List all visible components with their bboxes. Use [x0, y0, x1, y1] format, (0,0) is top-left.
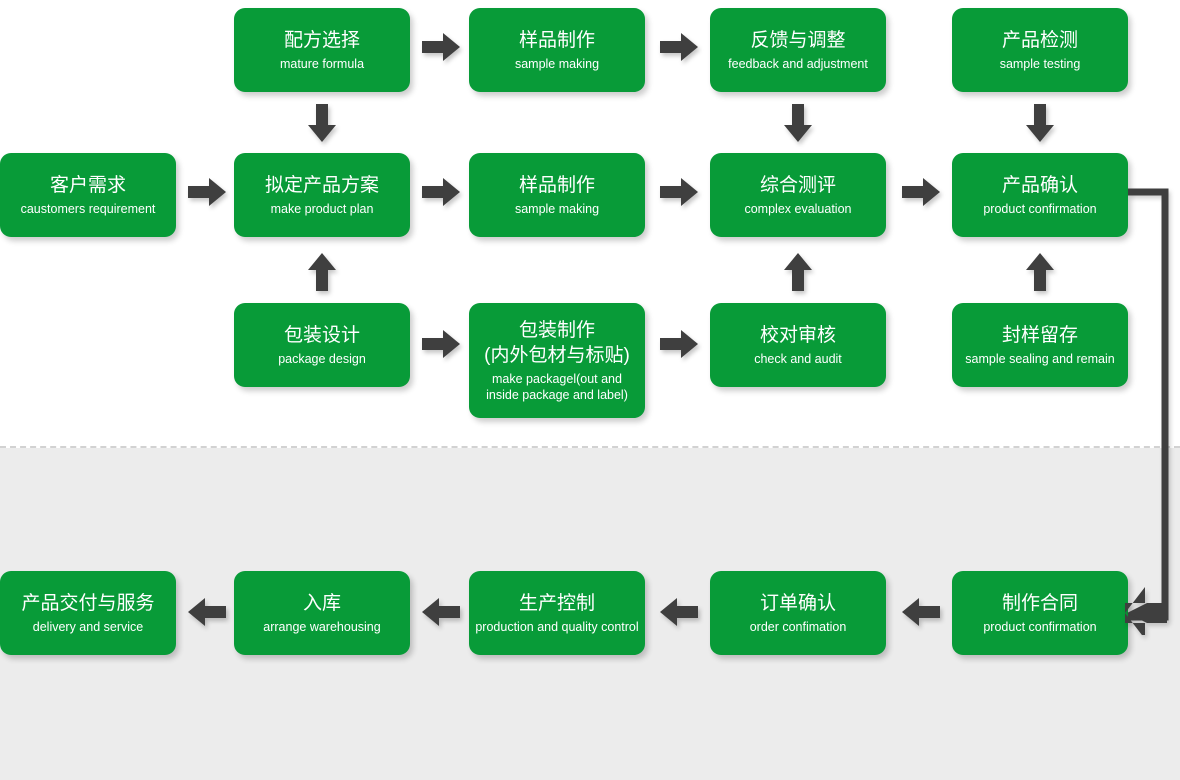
node-title-en: package design [278, 351, 366, 366]
node-delivery-service[interactable]: 产品交付与服务 delivery and service [0, 571, 176, 655]
arrow-right-sample-to-feedback [660, 33, 698, 61]
node-sample-sealing[interactable]: 封样留存 sample sealing and remain [952, 303, 1128, 387]
node-title-cn: 包装制作 [518, 320, 595, 341]
arrow-left-production-to-warehousing [422, 598, 460, 626]
node-title-cn: 样品制作 [518, 174, 595, 196]
arrow-down-formula-to-plan [308, 104, 336, 142]
node-package-making[interactable]: 包装制作 (内外包材与标贴) make packagel(out and ins… [469, 303, 645, 418]
node-title-en: arrange warehousing [263, 619, 381, 634]
node-title-en: product confirmation [983, 619, 1097, 634]
node-title-en: make packagel(out and inside package and… [486, 372, 628, 402]
node-title-cn: 制作合同 [1001, 592, 1078, 614]
node-check-audit[interactable]: 校对审核 check and audit [710, 303, 886, 387]
arrow-right-formula-to-sample [422, 33, 460, 61]
node-title-cn: 校对审核 [759, 324, 836, 346]
arrow-left-contract-to-order [902, 598, 940, 626]
arrow-right-customer-to-plan [188, 178, 226, 206]
node-sample-making-mid[interactable]: 样品制作 sample making [469, 153, 645, 237]
node-title-en: caustomers requirement [20, 201, 156, 216]
arrow-left-warehousing-to-delivery [188, 598, 226, 626]
arrow-up-checkaudit-to-evaluation [784, 253, 812, 291]
arrow-up-sealing-to-confirmation [1026, 253, 1054, 291]
node-sample-making-top[interactable]: 样品制作 sample making [469, 8, 645, 92]
node-title-en: feedback and adjustment [728, 56, 868, 71]
node-warehousing[interactable]: 入库 arrange warehousing [234, 571, 410, 655]
node-subtitle-cn: (内外包材与标贴) [484, 345, 630, 366]
node-make-contract[interactable]: 制作合同 product confirmation [952, 571, 1128, 655]
node-title-en: sample making [514, 56, 600, 71]
node-title-en: make product plan [270, 201, 374, 216]
node-title-cn: 包装设计 [283, 324, 360, 346]
node-title-en: sample making [514, 201, 600, 216]
node-title-cn: 封样留存 [1001, 324, 1078, 346]
node-package-design[interactable]: 包装设计 package design [234, 303, 410, 387]
arrow-right-plan-to-sample [422, 178, 460, 206]
node-order-confirmation[interactable]: 订单确认 order confimation [710, 571, 886, 655]
section-divider [0, 446, 1180, 448]
node-title-cn: 入库 [302, 592, 341, 614]
connector-confirmation-to-contract [1125, 180, 1180, 635]
node-title-en: sample sealing and remain [965, 351, 1115, 366]
node-complex-evaluation[interactable]: 综合测评 complex evaluation [710, 153, 886, 237]
arrow-up-packagedesign-to-plan [308, 253, 336, 291]
node-product-confirmation[interactable]: 产品确认 product confirmation [952, 153, 1128, 237]
arrow-right-sample-to-evaluation [660, 178, 698, 206]
node-title-en: order confimation [749, 619, 847, 634]
arrow-right-evaluation-to-confirmation [902, 178, 940, 206]
node-title-cn: 拟定产品方案 [264, 174, 379, 196]
node-title-cn: 生产控制 [518, 592, 595, 614]
node-product-testing[interactable]: 产品检测 sample testing [952, 8, 1128, 92]
arrow-left-order-to-production [660, 598, 698, 626]
node-title-cn: 客户需求 [49, 174, 126, 196]
node-title-en: mature formula [279, 56, 365, 71]
node-title-cn: 综合测评 [759, 174, 836, 196]
node-production-control[interactable]: 生产控制 production and quality control [469, 571, 645, 655]
arrow-right-packagemaking-to-checkaudit [660, 330, 698, 358]
node-title-cn: 产品确认 [1001, 174, 1078, 196]
node-title-cn: 产品检测 [1001, 29, 1078, 51]
node-title-en: delivery and service [32, 619, 144, 634]
node-title-cn: 产品交付与服务 [21, 592, 155, 614]
node-title-en: product confirmation [983, 201, 1097, 216]
node-title-en: production and quality control [475, 619, 639, 634]
node-formula-selection[interactable]: 配方选择 mature formula [234, 8, 410, 92]
node-title-en: sample testing [999, 56, 1081, 71]
arrow-down-testing-to-confirmation [1026, 104, 1054, 142]
arrow-down-feedback-to-evaluation [784, 104, 812, 142]
arrow-right-packagedesign-to-packagemaking [422, 330, 460, 358]
node-title-cn: 反馈与调整 [750, 29, 846, 51]
node-make-product-plan[interactable]: 拟定产品方案 make product plan [234, 153, 410, 237]
node-feedback-adjustment[interactable]: 反馈与调整 feedback and adjustment [710, 8, 886, 92]
node-title-cn: 样品制作 [518, 29, 595, 51]
node-title-en: check and audit [754, 351, 842, 366]
node-title-en: complex evaluation [744, 201, 852, 216]
node-customer-requirement[interactable]: 客户需求 caustomers requirement [0, 153, 176, 237]
node-title-cn: 配方选择 [283, 29, 360, 51]
node-title-cn: 订单确认 [759, 592, 836, 614]
